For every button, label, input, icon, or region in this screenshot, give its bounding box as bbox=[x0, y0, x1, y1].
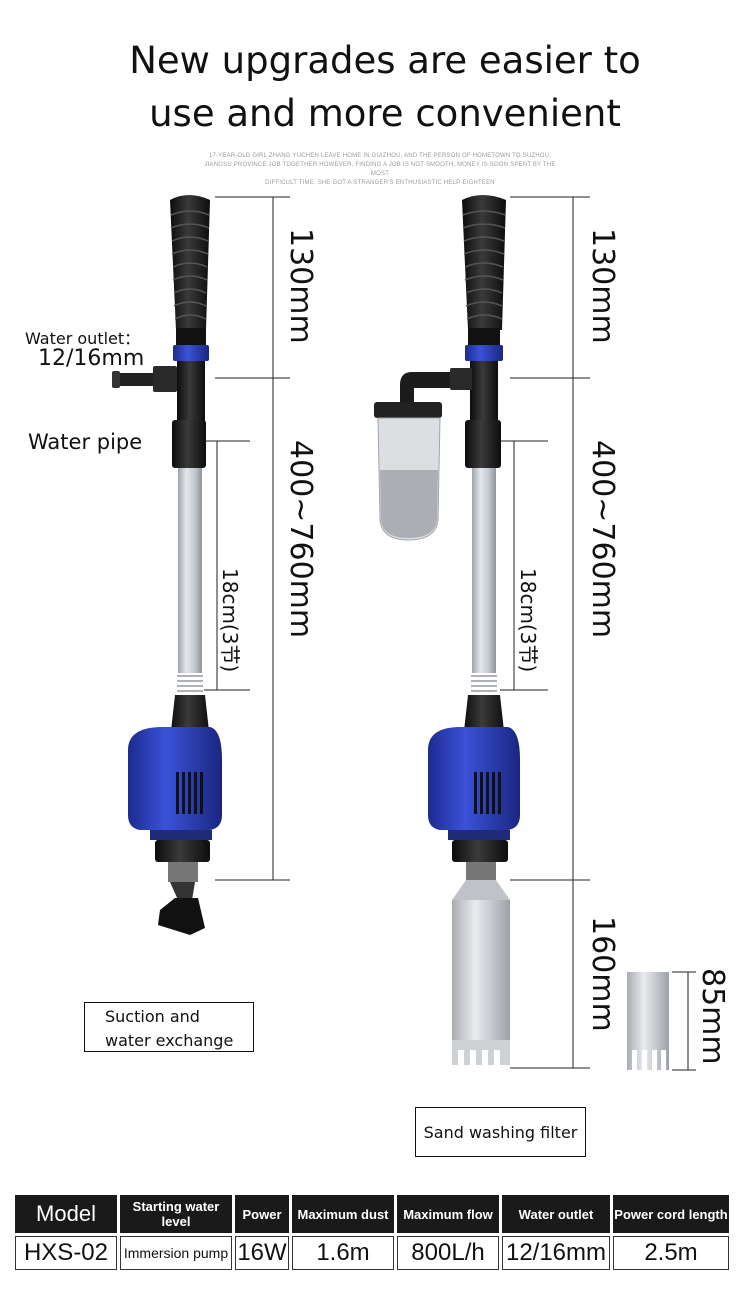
spec-value-water-level: Immersion pump bbox=[120, 1236, 232, 1270]
right-pump bbox=[428, 727, 520, 880]
right-dimensions bbox=[500, 196, 696, 1071]
cup-dim-85mm: 85mm bbox=[695, 968, 730, 1065]
right-sand-tube bbox=[452, 880, 510, 1065]
right-filter-canister bbox=[374, 368, 472, 541]
left-nozzle bbox=[158, 898, 205, 935]
left-dimensions bbox=[204, 196, 290, 881]
right-dim-130mm: 130mm bbox=[585, 228, 620, 344]
fine-print-line-2: JIANGSU PROVINCE JOB TOGETHER HOWEVER, F… bbox=[204, 162, 556, 177]
fine-print-line-1: 17-YEAR-OLD GIRL ZHANG YUCHEN LEAVE HOME… bbox=[208, 153, 552, 159]
spec-value-water-outlet: 12/16mm bbox=[502, 1236, 610, 1270]
right-product bbox=[374, 195, 669, 1070]
spec-header-max-flow: Maximum flow bbox=[397, 1195, 499, 1233]
fine-print-line-3: DIFFICULT TIME, SHE GOT A STRANGER'S ENT… bbox=[265, 180, 495, 186]
suction-caption-line-2: water exchange bbox=[105, 1031, 234, 1050]
spec-value-power-cord: 2.5m bbox=[613, 1236, 729, 1270]
spec-value-max-dust: 1.6m bbox=[292, 1236, 394, 1270]
spec-table: Model Starting water level Power Maximum… bbox=[12, 1192, 732, 1273]
headline-line-2: use and more convenient bbox=[149, 92, 621, 135]
suction-caption-line-1: Suction and bbox=[105, 1007, 200, 1026]
right-dim-160mm: 160mm bbox=[585, 916, 620, 1032]
water-pipe-label: Water pipe bbox=[28, 430, 143, 454]
spec-header-water-outlet: Water outlet bbox=[502, 1195, 610, 1233]
left-pump bbox=[128, 727, 222, 882]
spec-header-model: Model bbox=[15, 1195, 117, 1233]
left-tube bbox=[178, 468, 202, 673]
left-dim-400-760mm: 400~760mm bbox=[283, 440, 318, 639]
spec-value-max-flow: 800L/h bbox=[397, 1236, 499, 1270]
spec-header-max-dust: Maximum dust bbox=[292, 1195, 394, 1233]
spec-value-row: HXS-02 Immersion pump 16W 1.6m 800L/h 12… bbox=[15, 1236, 729, 1270]
product-illustration bbox=[112, 195, 696, 1071]
left-handle bbox=[170, 195, 210, 421]
right-handle bbox=[462, 195, 506, 421]
left-product bbox=[112, 195, 222, 935]
suction-caption: Suction and water exchange bbox=[84, 1002, 254, 1052]
spec-header-water-level: Starting water level bbox=[120, 1195, 232, 1233]
fine-print: 17-YEAR-OLD GIRL ZHANG YUCHEN LEAVE HOME… bbox=[200, 152, 560, 188]
right-dim-400-760mm: 400~760mm bbox=[585, 440, 620, 639]
water-outlet-size: 12/16mm bbox=[38, 346, 145, 371]
left-dim-130mm: 130mm bbox=[283, 228, 318, 344]
headline: New upgrades are easier to use and more … bbox=[0, 34, 750, 140]
headline-line-1: New upgrades are easier to bbox=[129, 39, 641, 82]
right-tube bbox=[472, 468, 496, 673]
spare-filter-cup bbox=[627, 972, 669, 1070]
left-water-outlet bbox=[112, 366, 177, 392]
spec-header-row: Model Starting water level Power Maximum… bbox=[15, 1195, 729, 1233]
left-collar bbox=[172, 420, 206, 468]
spec-value-power: 16W bbox=[235, 1236, 289, 1270]
spec-value-model: HXS-02 bbox=[15, 1236, 117, 1270]
water-outlet-label: Water outlet： bbox=[25, 329, 141, 348]
right-dim-18cm: 18cm(3节) bbox=[516, 568, 540, 673]
sand-washing-caption: Sand washing filter bbox=[415, 1107, 586, 1157]
spec-header-power-cord: Power cord length bbox=[613, 1195, 729, 1233]
spec-header-power: Power bbox=[235, 1195, 289, 1233]
left-dim-18cm: 18cm(3节) bbox=[218, 568, 242, 673]
